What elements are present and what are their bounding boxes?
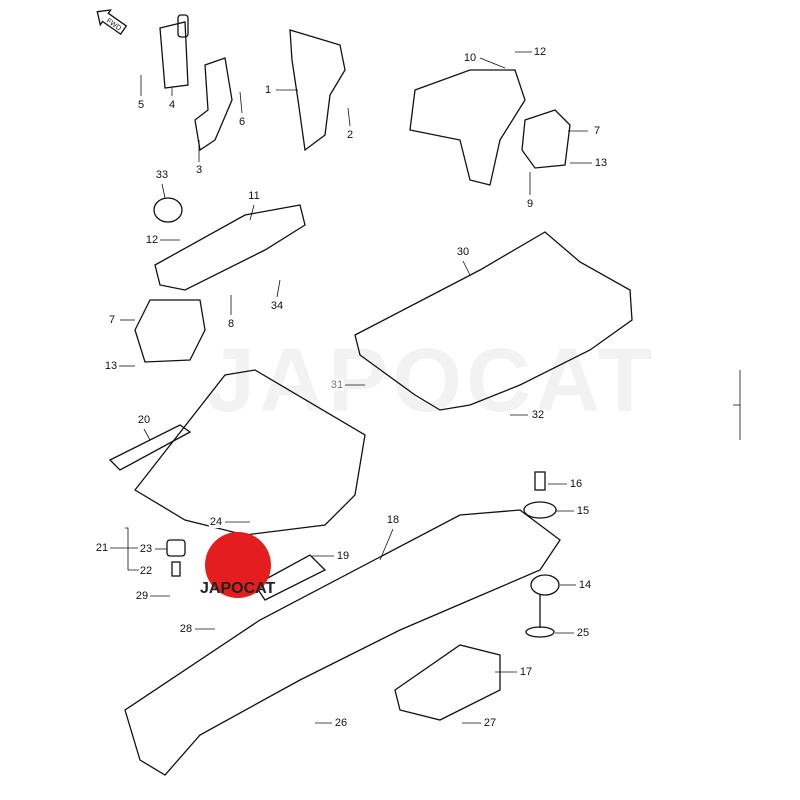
- callout-27: 27: [482, 717, 498, 729]
- part-1-bracket: [289, 29, 346, 152]
- svg-text:FWD: FWD: [105, 17, 122, 32]
- callout-26: 26: [333, 717, 349, 729]
- callout-1: 1: [263, 84, 273, 96]
- callout-4: 4: [167, 99, 177, 111]
- callout-10: 10: [462, 52, 478, 64]
- callout-25: 25: [575, 627, 591, 639]
- callout-16: 16: [568, 478, 584, 490]
- callout-23: 23: [138, 543, 154, 555]
- callout-13b: 13: [103, 360, 119, 372]
- callout-7b: 7: [107, 314, 117, 326]
- callout-30: 30: [455, 246, 471, 258]
- callout-34: 34: [269, 300, 285, 312]
- part-30-skid-plate: [354, 231, 633, 411]
- watermark: JAPOCAT: [205, 331, 657, 431]
- callout-3: 3: [194, 164, 204, 176]
- part-10-bracket: [409, 69, 526, 186]
- callout-24: 24: [208, 516, 224, 528]
- callout-11: 11: [247, 190, 261, 202]
- callout-22: 22: [138, 565, 154, 577]
- callout-7: 7: [592, 125, 602, 137]
- callout-15: 15: [575, 505, 591, 517]
- leader-lines: [110, 51, 741, 724]
- part-18-crossmember: [124, 509, 561, 776]
- part-17-mount: [394, 644, 501, 721]
- callout-19: 19: [335, 550, 351, 562]
- part-16-bolt: [534, 471, 546, 491]
- part-4-bracket: [159, 14, 189, 89]
- callout-33: 33: [154, 169, 170, 181]
- callout-28: 28: [178, 623, 194, 635]
- part-20-plate: [108, 424, 192, 471]
- callout-12b: 12: [144, 234, 160, 246]
- part-7-mount-lower: [134, 299, 206, 363]
- part-7-mount-top: [521, 109, 571, 169]
- callout-13: 13: [593, 157, 609, 169]
- callout-9: 9: [525, 198, 535, 210]
- callout-12: 12: [532, 46, 548, 58]
- callout-20: 20: [136, 414, 152, 426]
- logo-red-circle: [205, 532, 271, 598]
- guard-plate: [134, 369, 366, 536]
- callout-8: 8: [226, 318, 236, 330]
- callout-17: 17: [518, 666, 534, 678]
- part-25-washer: [525, 626, 555, 638]
- fwd-arrow-icon: FWD: [96, 9, 128, 36]
- callout-6: 6: [237, 116, 247, 128]
- part-14-bushing: [530, 574, 560, 596]
- part-33-bushing: [153, 197, 183, 223]
- callout-2: 2: [345, 129, 355, 141]
- callout-5: 5: [136, 99, 146, 111]
- callout-21: 21: [94, 542, 110, 554]
- callout-14: 14: [577, 579, 593, 591]
- callout-18: 18: [385, 514, 401, 526]
- part-11-bracket: [154, 204, 306, 291]
- part-3-bracket: [194, 57, 233, 152]
- part-22-sleeve: [171, 561, 181, 577]
- part-15-bushing: [523, 501, 557, 519]
- part-23-bushing: [166, 539, 186, 557]
- logo: JAPOCAT: [200, 580, 276, 597]
- callout-31: 31: [329, 379, 345, 391]
- part-19-plate: [254, 554, 327, 601]
- callout-29: 29: [134, 590, 150, 602]
- callout-32: 32: [530, 409, 546, 421]
